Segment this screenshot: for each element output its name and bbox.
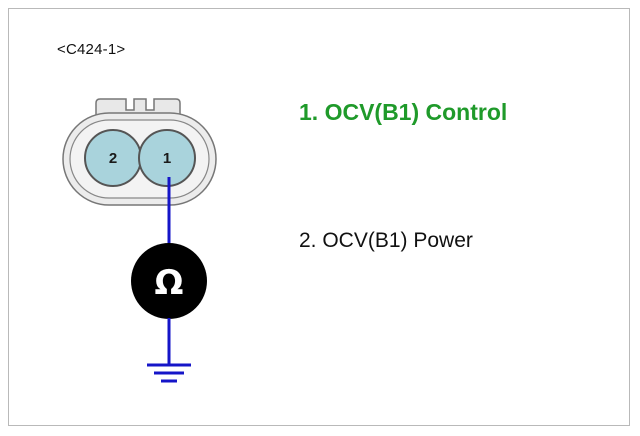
diagram-frame (8, 8, 630, 426)
pin-2-description: 2. OCV(B1) Power (299, 229, 473, 252)
pin-2: 2 (84, 129, 142, 187)
ohmmeter: Ω (131, 243, 207, 319)
pin-1: 1 (138, 129, 196, 187)
pin-1-description: 1. OCV(B1) Control (299, 99, 508, 125)
ohm-icon: Ω (155, 263, 184, 303)
pin-2-number: 2 (109, 150, 117, 167)
connector-id-label: <C424-1> (57, 41, 126, 58)
pin-1-number: 1 (163, 150, 171, 167)
ground-icon (147, 363, 191, 383)
